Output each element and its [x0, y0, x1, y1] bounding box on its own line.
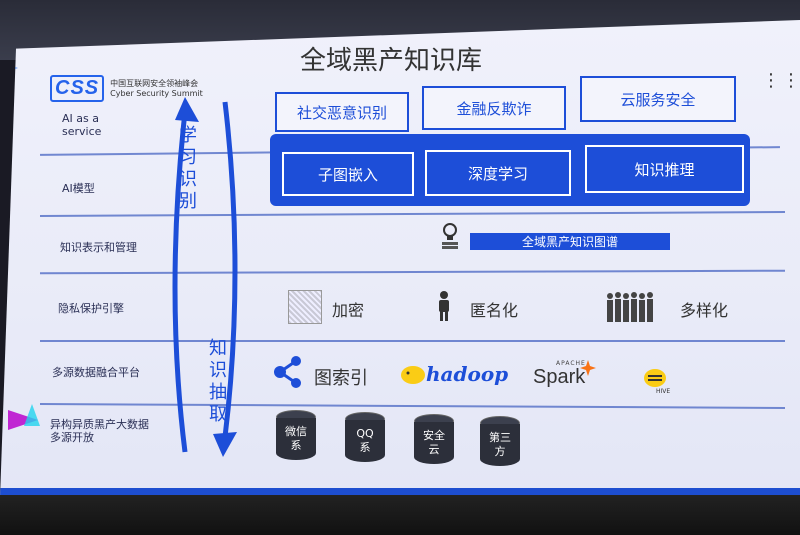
encrypt-pattern-icon	[288, 290, 322, 324]
source-secure-cloud-line1: 安全	[423, 429, 445, 442]
summit-logo: CSS 中国互联网安全领袖峰会 Cyber Security Summit	[50, 75, 203, 102]
database-icon: QQ 系	[345, 412, 385, 464]
bottom-accent-bar	[0, 488, 800, 498]
row-label-ai-model: AI模型	[62, 182, 95, 195]
room-background-bottom	[0, 495, 800, 535]
model-deep-learning: 深度学习	[425, 150, 571, 196]
spark-apache-label: APACHE	[556, 360, 586, 367]
learn-identify-label: 学习识别	[179, 125, 197, 212]
person-icon	[439, 291, 449, 321]
logo-line-en: Cyber Security Summit	[110, 88, 203, 98]
database-icon: 微信 系	[276, 410, 316, 462]
hive-bee-icon	[644, 369, 666, 387]
database-icon: 第三 方	[480, 416, 520, 468]
source-third-party-line2: 方	[494, 445, 506, 458]
source-qq-line1: QQ	[356, 427, 374, 440]
source-qq-line2: 系	[359, 441, 371, 454]
row-divider	[40, 340, 785, 342]
source-wechat-line2: 系	[290, 439, 302, 452]
service-finance-antifraud: 金融反欺诈	[422, 86, 566, 130]
more-dots-icon: ⋮⋮⋮	[762, 70, 800, 91]
graph-share-icon	[274, 356, 301, 388]
model-subgraph-embedding: 子图嵌入	[282, 152, 414, 196]
source-secure-cloud-line2: 云	[428, 443, 440, 456]
privacy-diversify: 多样化	[680, 301, 729, 320]
row-label-knowledge: 知识表示和管理	[60, 241, 137, 254]
platform-graph-index: 图索引	[314, 368, 368, 389]
arrow-up-icon	[175, 97, 199, 122]
crowd-icon	[607, 292, 653, 322]
privacy-anonymize: 匿名化	[470, 301, 519, 320]
css-logo-mark: CSS	[50, 75, 105, 102]
logo-line-cn: 中国互联网安全领袖峰会	[110, 78, 199, 88]
spark-logo: Spark	[533, 366, 586, 388]
bulb-icon	[442, 223, 458, 249]
hadoop-elephant-icon	[401, 366, 425, 384]
slide-title: 全域黑产知识库	[300, 46, 483, 76]
knowledge-graph-bar: 全域黑产知识图谱	[470, 233, 670, 250]
row-label-platform: 多源数据融合平台	[52, 366, 140, 379]
privacy-encrypt: 加密	[332, 301, 365, 320]
source-wechat-line1: 微信	[285, 425, 307, 438]
hadoop-logo: hadoop	[426, 362, 509, 386]
source-third-party-line1: 第三	[489, 431, 511, 444]
row-label-privacy: 隐私保护引擎	[58, 302, 124, 315]
service-social-malicious: 社交恶意识别	[275, 92, 409, 132]
knowledge-extract-label: 知识抽取	[209, 338, 227, 425]
database-icon: 安全 云	[414, 414, 454, 466]
learning-cycle-arrows	[172, 97, 238, 457]
hive-label: HIVE	[656, 388, 671, 395]
row-label-ai-service: AI as a service	[62, 112, 102, 138]
model-knowledge-reasoning: 知识推理	[585, 145, 744, 193]
decor-triangle	[24, 404, 40, 426]
logo-text: 中国互联网安全领袖峰会 Cyber Security Summit	[110, 79, 203, 99]
arrow-down-icon	[213, 432, 237, 457]
decor-triangle	[0, 60, 18, 76]
spark-star-icon	[580, 360, 596, 376]
row-label-data: 异构异质黑产大数据 多源开放	[50, 418, 149, 444]
service-cloud-security: 云服务安全	[580, 76, 736, 122]
